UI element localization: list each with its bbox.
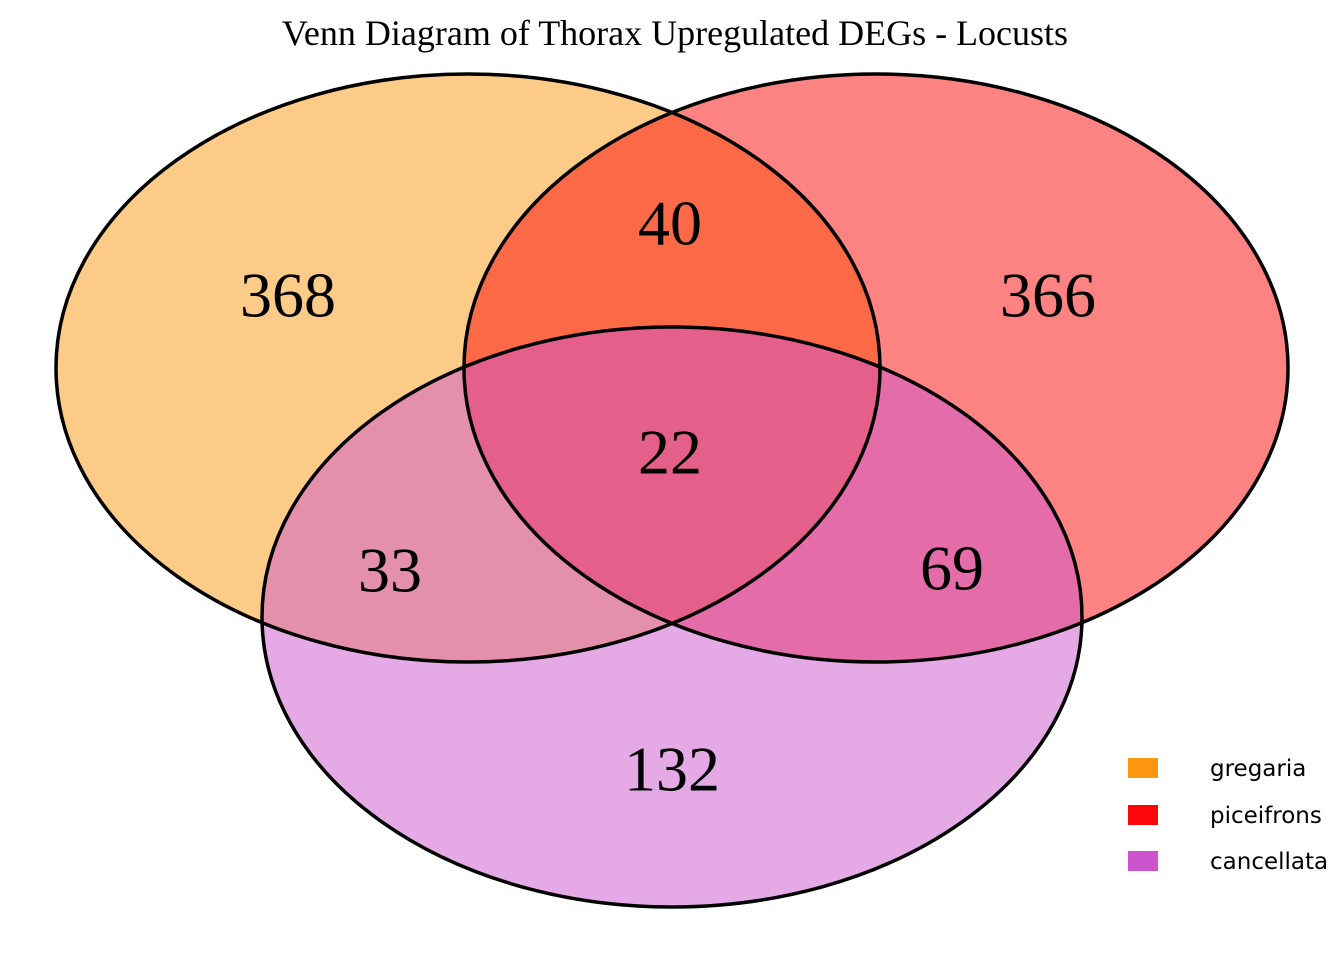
- chart-title: Venn Diagram of Thorax Upregulated DEGs …: [282, 13, 1068, 53]
- legend-label-gregaria: gregaria: [1210, 756, 1306, 782]
- cancellata-ellipse: [262, 327, 1082, 907]
- gregaria-swatch-icon: [1128, 758, 1158, 778]
- legend-item-piceifrons: piceifrons: [1128, 803, 1322, 829]
- count-cancellata-only: 132: [624, 734, 720, 805]
- count-all-three: 22: [638, 417, 702, 488]
- legend-item-cancellata: cancellata: [1128, 849, 1328, 875]
- count-gregaria-cancellata: 33: [358, 535, 422, 606]
- cancellata-ellipse-outline: [260, 325, 1084, 909]
- count-piceifrons-cancellata: 69: [920, 533, 984, 604]
- count-gregaria-only: 368: [240, 260, 336, 331]
- cancellata-swatch-icon: [1128, 851, 1158, 871]
- piceifrons-swatch-icon: [1128, 805, 1158, 825]
- legend-label-cancellata: cancellata: [1210, 849, 1328, 875]
- count-gregaria-piceifrons: 40: [638, 188, 702, 259]
- count-piceifrons-only: 366: [1000, 260, 1096, 331]
- legend-label-piceifrons: piceifrons: [1210, 803, 1322, 829]
- legend: gregaria piceifrons cancellata: [1128, 756, 1328, 875]
- legend-item-gregaria: gregaria: [1128, 756, 1306, 782]
